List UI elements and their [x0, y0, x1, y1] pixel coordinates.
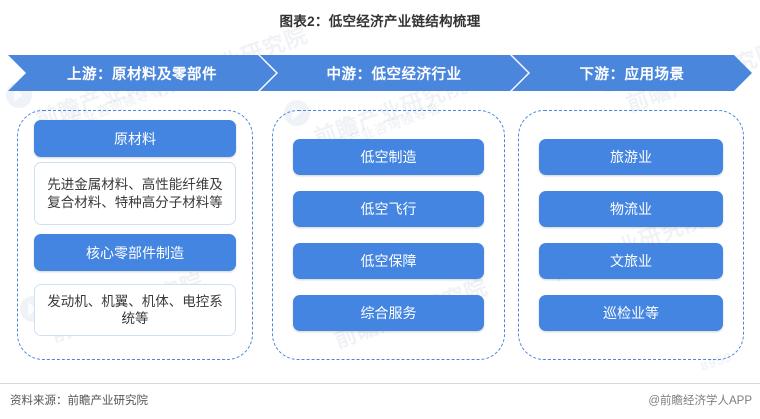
detail-box: 先进金属材料、高性能纤维及复合材料、特种高分子材料等: [34, 162, 236, 225]
node-box[interactable]: 物流业: [539, 191, 723, 227]
page-title: 图表2：低空经济产业链结构梳理: [279, 14, 481, 29]
node-box[interactable]: 综合服务: [293, 295, 484, 331]
detail-box: 发动机、机翼、机体、电控系统等: [34, 284, 236, 336]
banner-segment-label: 上游：原材料及零部件: [67, 66, 217, 83]
node-box[interactable]: 低空飞行: [293, 191, 484, 227]
node-box[interactable]: 原材料: [34, 120, 236, 157]
column-midstream: 低空制造 低空飞行 低空保障 综合服务: [272, 110, 505, 360]
footer-divider: [0, 383, 760, 384]
banner-segment-midstream[interactable]: 中游：低空经济行业: [260, 55, 528, 91]
pipeline-banner: 上游：原材料及零部件 中游：低空经济行业 下游：应用场景: [8, 55, 752, 91]
source-note: 资料来源：前瞻产业研究院: [10, 395, 148, 407]
node-box[interactable]: 低空保障: [293, 243, 484, 279]
node-box[interactable]: 核心零部件制造: [34, 234, 236, 271]
banner-segment-upstream[interactable]: 上游：原材料及零部件: [8, 55, 276, 91]
node-box[interactable]: 低空制造: [293, 139, 484, 175]
banner-segment-label: 中游：低空经济行业: [326, 66, 462, 83]
banner-segment-label: 下游：应用场景: [579, 66, 685, 83]
column-downstream: 旅游业 物流业 文旅业 巡检业等: [518, 110, 744, 360]
node-box[interactable]: 文旅业: [539, 243, 723, 279]
column-upstream: 原材料 先进金属材料、高性能纤维及复合材料、特种高分子材料等 核心零部件制造 发…: [17, 110, 253, 360]
node-box[interactable]: 巡检业等: [539, 295, 723, 331]
brand-note: @前瞻经济学人APP: [648, 395, 752, 407]
node-box[interactable]: 旅游业: [539, 139, 723, 175]
banner-segment-downstream[interactable]: 下游：应用场景: [512, 55, 752, 91]
